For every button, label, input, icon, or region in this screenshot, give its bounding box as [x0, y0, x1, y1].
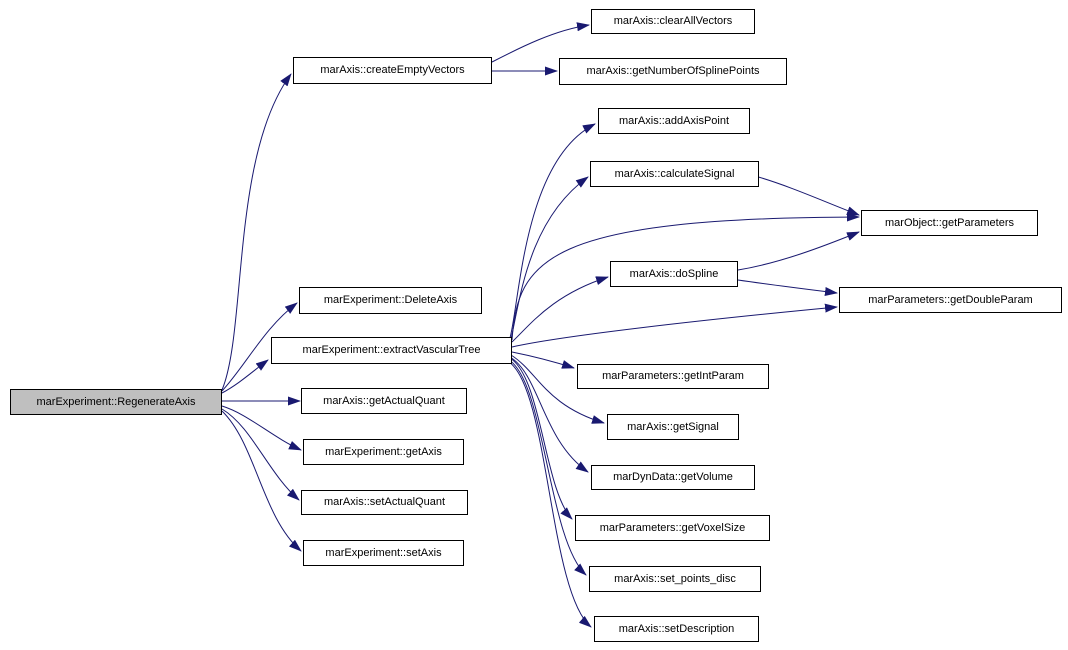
node-maraxis-clearallvectors[interactable]: marAxis::clearAllVectors	[591, 9, 755, 34]
node-marexperiment-regenerateaxis[interactable]: marExperiment::RegenerateAxis	[10, 389, 222, 415]
edge-extractVascularTree-to-addAxisPoint	[509, 123, 596, 339]
node-maraxis-getnumberofsplinepoints[interactable]: marAxis::getNumberOfSplinePoints	[559, 58, 787, 85]
node-maraxis-calculatesignal[interactable]: marAxis::calculateSignal	[590, 161, 759, 187]
edge-doSpline-to-getParameters	[737, 231, 860, 271]
node-maraxis-addaxispoint[interactable]: marAxis::addAxisPoint	[598, 108, 750, 134]
edge-extractVascularTree-to-setDescription	[508, 361, 592, 628]
node-maraxis-set-points-disc[interactable]: marAxis::set_points_disc	[589, 566, 761, 592]
edge-createEmptyVectors-to-clearAllVectors	[491, 22, 590, 63]
node-marobject-getparameters[interactable]: marObject::getParameters	[861, 210, 1038, 236]
edge-extractVascularTree-to-doSpline	[511, 276, 609, 343]
edge-extractVascularTree-to-getIntParam	[511, 351, 575, 369]
edge-regenerateAxis-to-setAxis	[221, 410, 302, 552]
node-marexperiment-extractvasculartree[interactable]: marExperiment::extractVascularTree	[271, 337, 512, 364]
edge-regenerateAxis-to-getAxis	[221, 405, 302, 451]
edge-calculateSignal-to-getParameters	[754, 175, 860, 216]
edge-extractVascularTree-to-calculateSignal	[510, 176, 589, 340]
node-marexperiment-setaxis[interactable]: marExperiment::setAxis	[303, 540, 464, 566]
node-maraxis-getactualquant[interactable]: marAxis::getActualQuant	[301, 388, 467, 414]
node-marexperiment-deleteaxis[interactable]: marExperiment::DeleteAxis	[299, 287, 482, 314]
node-maraxis-dospline[interactable]: marAxis::doSpline	[610, 261, 738, 287]
edge-doSpline-to-getDoubleParam	[737, 279, 838, 296]
node-maraxis-getsignal[interactable]: marAxis::getSignal	[607, 414, 739, 440]
node-maraxis-setdescription[interactable]: marAxis::setDescription	[594, 616, 759, 642]
node-maraxis-setactualquant[interactable]: marAxis::setActualQuant	[301, 490, 468, 515]
edge-extractVascularTree-to-getDoubleParam	[511, 303, 838, 348]
edge-regenerateAxis-to-extractVascularTree	[221, 359, 269, 394]
edge-extractVascularTree-to-set_points_disc	[508, 359, 587, 576]
node-marparameters-getintparam[interactable]: marParameters::getIntParam	[577, 364, 769, 389]
node-marexperiment-getaxis[interactable]: marExperiment::getAxis	[303, 439, 464, 465]
node-maraxis-createemptyvectors[interactable]: marAxis::createEmptyVectors	[293, 57, 492, 84]
node-marparameters-getdoubleparam[interactable]: marParameters::getDoubleParam	[839, 287, 1062, 313]
edge-regenerateAxis-to-setActualQuant	[221, 408, 300, 501]
edge-extractVascularTree-to-getVoxelSize	[509, 357, 573, 520]
node-mardyndata-getvolume[interactable]: marDynData::getVolume	[591, 465, 755, 490]
node-marparameters-getvoxelsize[interactable]: marParameters::getVoxelSize	[575, 515, 770, 541]
